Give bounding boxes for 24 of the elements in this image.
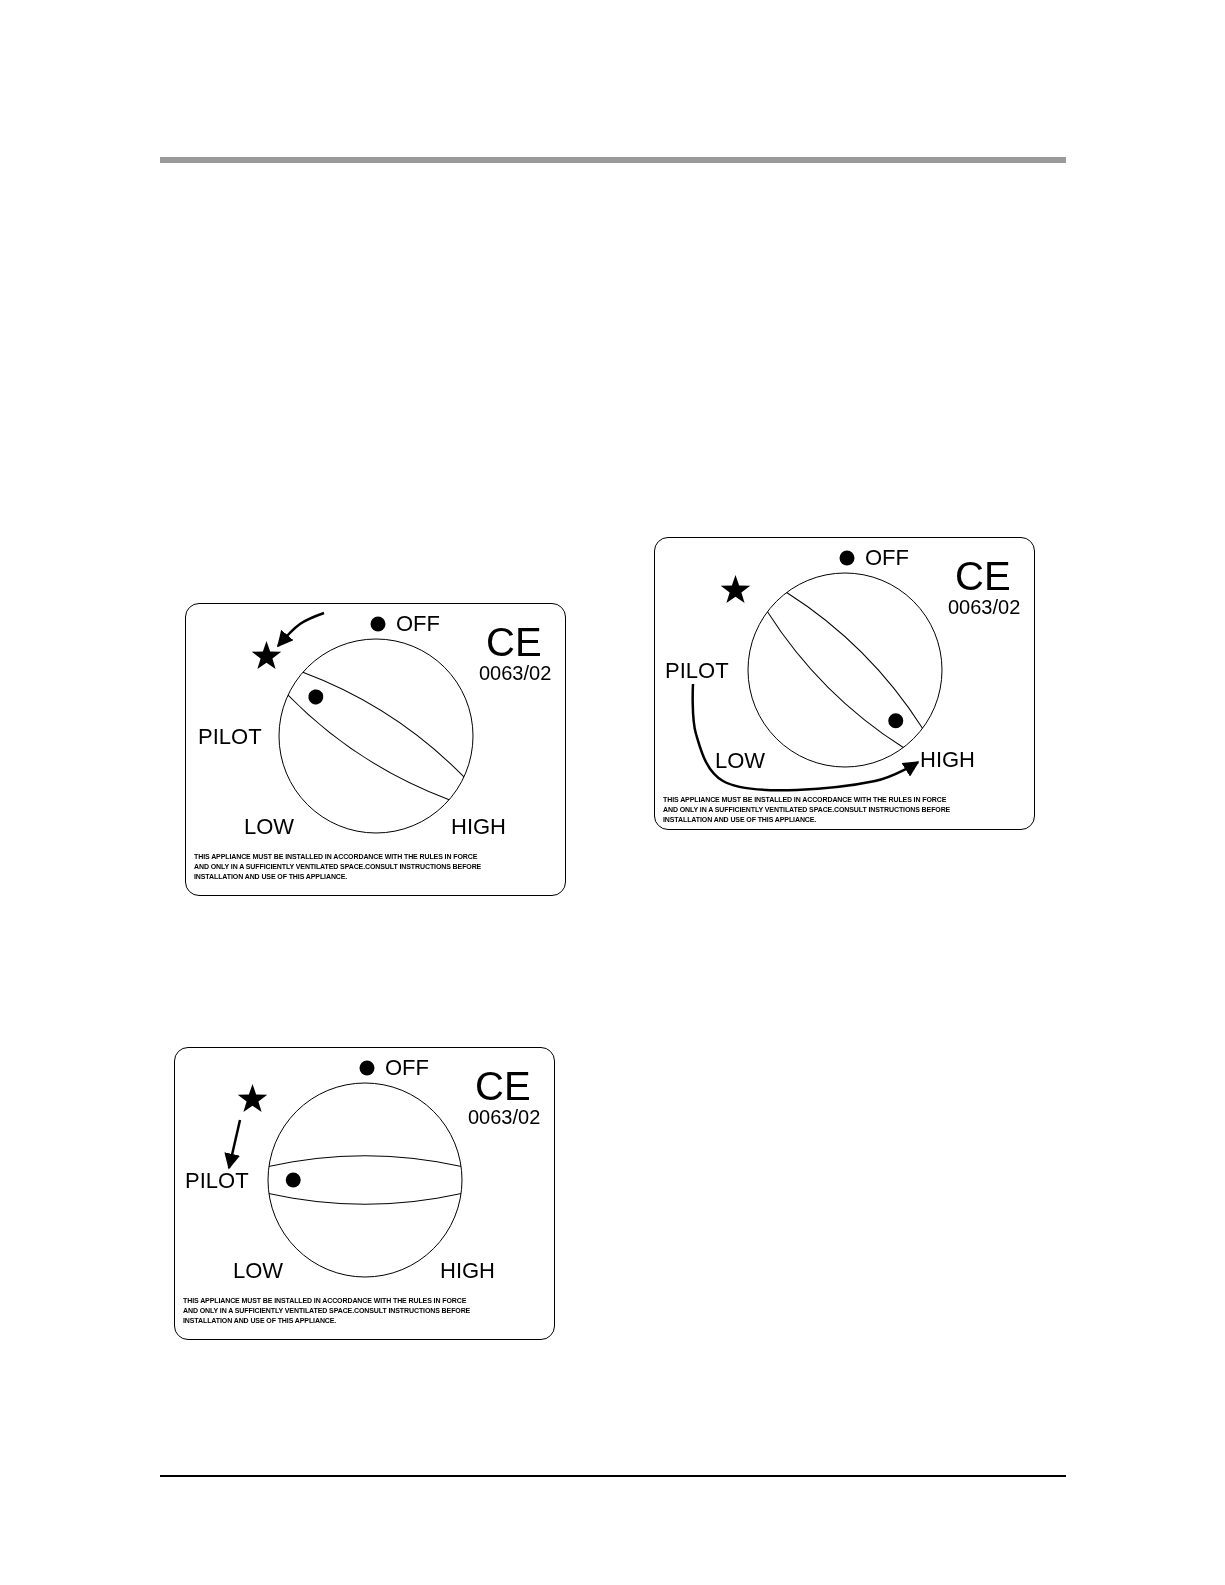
label-panel (185, 603, 566, 896)
arrow (691, 683, 920, 792)
code-text: 0063/02 (479, 663, 552, 683)
dial-label: HIGH (440, 1260, 495, 1282)
arrow (276, 611, 325, 648)
dial-label: OFF (865, 547, 909, 569)
mark-text: CE (486, 622, 542, 662)
dial-label: PILOT (185, 1170, 249, 1192)
arrow (224, 1119, 242, 1170)
dial-label: LOW (715, 750, 766, 772)
mark-text: CE (475, 1066, 531, 1106)
dial-label: LOW (244, 816, 295, 838)
dial-label: PILOT (665, 660, 729, 682)
dial-label: LOW (233, 1260, 284, 1282)
mark-text: CE (955, 556, 1011, 596)
dial-label: HIGH (451, 816, 506, 838)
dial-label: HIGH (920, 749, 975, 771)
label-panel (654, 537, 1035, 830)
dial-label: OFF (385, 1057, 429, 1079)
code-text: 0063/02 (948, 597, 1021, 617)
code-text: 0063/02 (468, 1107, 541, 1127)
label-panel (174, 1047, 555, 1340)
dial-label: PILOT (198, 726, 262, 748)
dial-label: OFF (396, 613, 440, 635)
